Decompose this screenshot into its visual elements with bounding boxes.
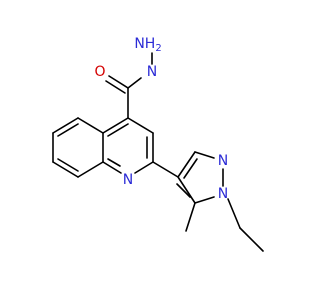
pyrazole-n1-label: N: [218, 186, 228, 202]
pyrazole-ring: [176, 151, 224, 204]
structure-canvas: NH2 N H O N N N: [52, 36, 264, 252]
bond-c-o-1: [108, 75, 129, 89]
bond-pz-c3-n2: [194, 151, 215, 159]
bond-c2-n1: [134, 161, 154, 174]
atom-labels: NH2 N H O N N N: [94, 36, 228, 202]
quinoline-n-label: N: [123, 172, 133, 188]
bond-c5-c6-inner: [57, 123, 79, 137]
molecule-structure: NH2 N H O N N N: [52, 36, 264, 252]
bond-pz-c4-c3: [177, 151, 196, 178]
bond-c4a-c4-inner: [107, 123, 129, 137]
quinoline-benzene-ring: [52, 117, 104, 178]
bond-c-o-2: [105, 80, 126, 94]
bond-c7-c8: [52, 161, 79, 178]
bond-c4-c3: [127, 117, 154, 134]
bond-n1-c8a: [102, 161, 122, 174]
bond-quinoline-pyrazole: [152, 161, 179, 178]
bond-n1-c8a-inner: [107, 158, 121, 167]
bond-c4a-c5: [77, 117, 104, 134]
bond-ethyl-1: [227, 198, 241, 229]
bond-pz-c4-c3-inner: [183, 158, 198, 179]
hydrazide-group: [105, 52, 153, 119]
hydrazide-nh-n-label: N: [147, 64, 157, 80]
bond-c4a-c4: [102, 117, 129, 134]
bond-methyl: [185, 202, 196, 232]
bond-c5-c6: [52, 117, 79, 134]
bond-c8-c8a: [77, 161, 104, 178]
pyrazole-n2-label: N: [218, 153, 228, 169]
bond-c-nh: [127, 77, 142, 89]
bond-c7-c8-inner: [57, 158, 79, 172]
bond-pz-c5-c4-inner: [176, 183, 191, 198]
nh2-label: NH2: [134, 36, 161, 54]
pyrazole-substituents: [185, 198, 264, 252]
bond-pz-c5-c4: [177, 176, 196, 204]
carbonyl-o-label: O: [94, 64, 105, 80]
bond-pz-n1-c5: [194, 196, 215, 204]
quinoline-pyridine-ring: [102, 117, 154, 174]
bond-ethyl-2: [239, 227, 264, 252]
